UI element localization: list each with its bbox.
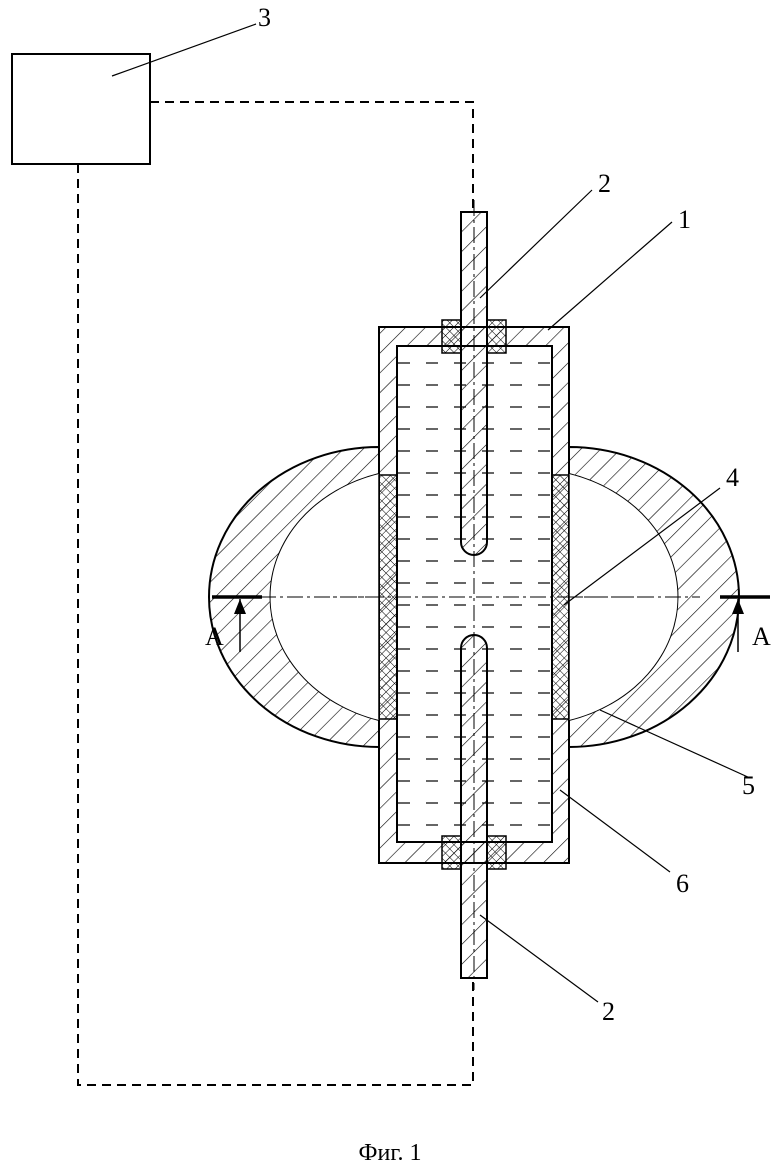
label-section-left: A bbox=[205, 622, 224, 651]
wire-bottom bbox=[77, 164, 474, 1086]
control-block bbox=[11, 53, 151, 165]
section-marker-left bbox=[212, 595, 262, 652]
wire-top bbox=[150, 101, 474, 212]
section-marker-right bbox=[720, 595, 770, 652]
housing bbox=[378, 326, 570, 864]
leader-lines bbox=[111, 23, 751, 1003]
figure-caption: Фиг. 1 bbox=[359, 1140, 422, 1166]
label-ring: 5 bbox=[742, 771, 755, 800]
label-insert: 4 bbox=[726, 463, 739, 492]
connection-wires bbox=[77, 101, 474, 1086]
label-block: 3 bbox=[258, 3, 271, 32]
label-electrode-bottom: 2 bbox=[602, 997, 615, 1026]
label-liquid: 6 bbox=[676, 869, 689, 898]
label-housing: 1 bbox=[678, 205, 691, 234]
label-section-right: A bbox=[752, 622, 771, 651]
label-electrode-top: 2 bbox=[598, 169, 611, 198]
